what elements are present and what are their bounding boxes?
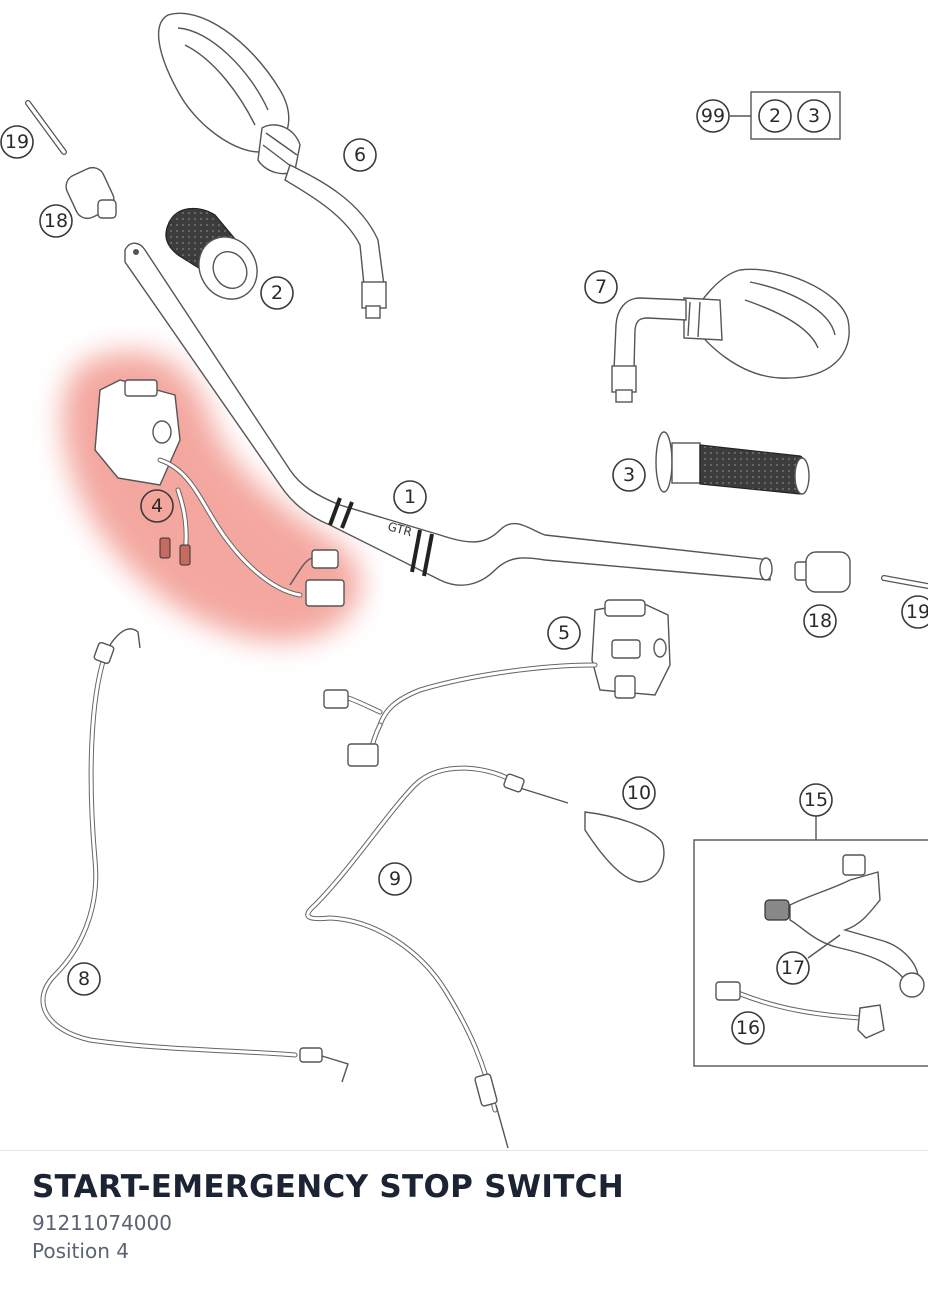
mirror-7 [611,268,850,403]
callout-8[interactable]: 8 [67,962,101,996]
svg-text:16: 16 [736,1017,760,1039]
svg-text:1: 1 [404,486,416,508]
callout-15[interactable]: 15 [799,783,833,817]
svg-text:7: 7 [595,276,607,298]
mirror-6 [157,12,387,319]
callout-10[interactable]: 10 [622,776,656,810]
callout-9[interactable]: 9 [378,862,412,896]
bar-end-18-left [65,166,117,220]
svg-text:6: 6 [354,144,366,166]
callout-7[interactable]: 7 [584,270,618,304]
callout-2[interactable]: 2 [260,276,294,310]
svg-text:18: 18 [808,610,832,632]
svg-text:8: 8 [78,968,90,990]
bolt-19-left [25,100,67,155]
callout-5[interactable]: 5 [547,616,581,650]
exploded-parts-diagram: GTR [0,12,928,1149]
switch-5 [323,599,671,767]
svg-text:4: 4 [151,495,163,517]
grip-3 [655,431,810,495]
svg-text:2: 2 [271,282,283,304]
cable-8 [40,628,349,1083]
switch-4[interactable] [94,379,345,607]
callout-4[interactable]: 4 [140,489,174,523]
cable-9 [305,765,525,1149]
lever-assembly-15 [693,815,928,1067]
callout-19-right[interactable]: 19 [901,595,928,629]
part-title: START-EMERGENCY STOP SWITCH [32,1169,624,1205]
callout-99-2[interactable]: 2 [758,99,792,133]
part-position: Position 4 [32,1239,129,1263]
svg-text:17: 17 [781,957,805,979]
svg-text:10: 10 [627,782,651,804]
callout-18-left[interactable]: 18 [39,204,73,238]
callout-3[interactable]: 3 [612,458,646,492]
callout-99-3[interactable]: 3 [797,99,831,133]
callout-6[interactable]: 6 [343,138,377,172]
handlebar-1: GTR [124,242,773,586]
part-info-panel: START-EMERGENCY STOP SWITCH 91211074000 … [0,1150,928,1291]
svg-text:5: 5 [558,622,570,644]
callout-16[interactable]: 16 [731,1011,765,1045]
svg-text:19: 19 [5,131,29,153]
svg-text:3: 3 [623,464,635,486]
svg-text:18: 18 [44,210,68,232]
callout-1[interactable]: 1 [393,480,427,514]
callout-99[interactable]: 99 [696,99,730,133]
bar-end-18-right [794,551,851,593]
svg-text:3: 3 [808,105,820,127]
callout-17[interactable]: 17 [776,951,810,985]
svg-text:15: 15 [804,789,828,811]
svg-text:9: 9 [389,868,401,890]
svg-text:GTR: GTR [386,519,413,539]
bolt-19-right [881,575,928,589]
callout-18-right[interactable]: 18 [803,604,837,638]
callout-19-left[interactable]: 19 [0,125,34,159]
grip-2 [165,207,258,300]
throttle-housing-10 [519,787,665,883]
svg-text:99: 99 [701,105,725,127]
svg-text:19: 19 [906,601,928,623]
part-number: 91211074000 [32,1211,172,1235]
svg-text:2: 2 [769,105,781,127]
